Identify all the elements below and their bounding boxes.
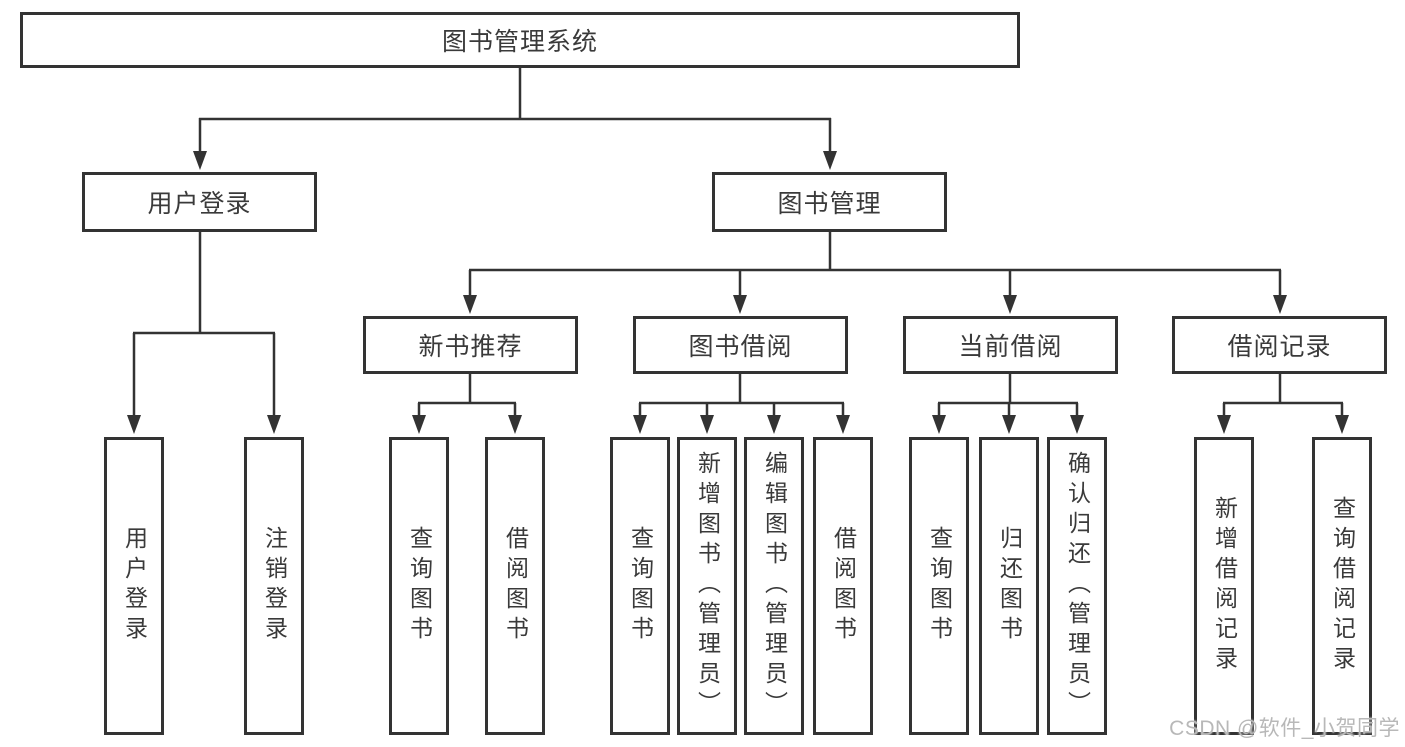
group-node-label: 借阅记录	[1227, 333, 1332, 361]
leaf-node-add-borrow-record: 新增借阅记录	[1194, 437, 1254, 735]
root-node-label: 图书管理系统	[441, 28, 598, 56]
root-node-library-management-system: 图书管理系统	[20, 12, 1020, 68]
group-node-new-book-recommendation: 新书推荐	[363, 316, 578, 374]
leaf-node-confirm-return-admin: 确认归还（管理员）	[1047, 437, 1107, 735]
leaf-node-query-books-3: 查询图书	[909, 437, 969, 735]
leaf-node-query-borrow-record: 查询借阅记录	[1312, 437, 1372, 735]
group-node-label: 图书借阅	[688, 333, 793, 361]
leaf-node-query-books-2: 查询图书	[610, 437, 670, 735]
leaf-node-logout: 注销登录	[244, 437, 304, 735]
branch-node-book-management: 图书管理	[712, 172, 947, 232]
leaf-node-query-books-1: 查询图书	[389, 437, 449, 735]
csdn-watermark: CSDN @软件_小贺同学	[1169, 717, 1400, 740]
leaf-node-edit-book-admin: 编辑图书（管理员）	[744, 437, 804, 735]
group-node-borrowing-records: 借阅记录	[1172, 316, 1387, 374]
branch-node-label: 图书管理	[777, 190, 882, 218]
branch-node-label: 用户登录	[147, 190, 252, 218]
branch-node-user-login: 用户登录	[82, 172, 317, 232]
group-node-label: 新书推荐	[418, 333, 523, 361]
leaf-node-return-book: 归还图书	[979, 437, 1039, 735]
group-node-label: 当前借阅	[958, 333, 1063, 361]
group-node-current-borrowing: 当前借阅	[903, 316, 1118, 374]
leaf-node-user-login: 用户登录	[104, 437, 164, 735]
leaf-node-borrow-books-1: 借阅图书	[485, 437, 545, 735]
leaf-node-add-book-admin: 新增图书（管理员）	[677, 437, 737, 735]
group-node-book-borrowing: 图书借阅	[633, 316, 848, 374]
leaf-node-borrow-books-2: 借阅图书	[813, 437, 873, 735]
